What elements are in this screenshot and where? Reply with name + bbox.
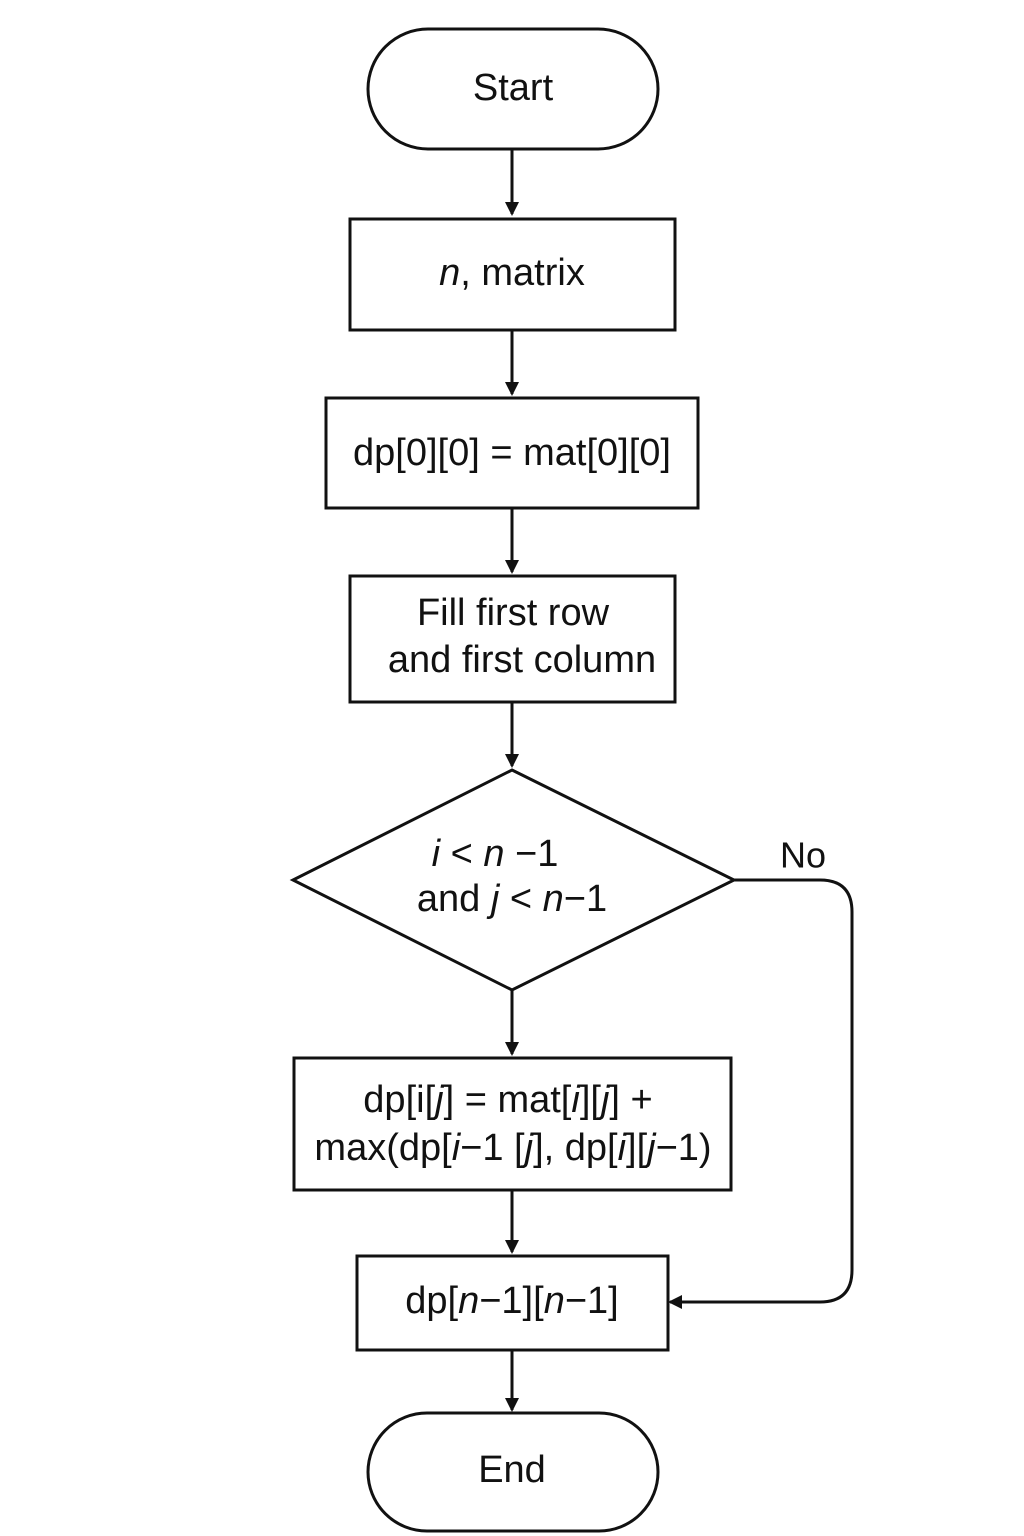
start-terminator <box>366 27 660 151</box>
decision-line1: i < n −1 <box>432 833 559 875</box>
init-label: dp[0][0] = mat[0][0] <box>353 432 671 474</box>
edge-decision-no-result <box>668 878 854 1309</box>
fill-box <box>348 574 677 704</box>
fill-label-line2: and first column <box>388 639 656 681</box>
input-label: n, matrix <box>439 252 585 294</box>
compute-line2: max(dp[i−1 [j], dp[i][j−1) <box>314 1127 711 1169</box>
fill-label-line1: Fill first row <box>417 592 610 634</box>
decision-diamond <box>289 768 738 992</box>
start-label: Start <box>473 67 554 109</box>
init-box <box>324 396 700 510</box>
compute-line1: dp[i[j] = mat[i][j] + <box>363 1079 652 1121</box>
input-box <box>348 217 677 332</box>
end-terminator <box>366 1411 660 1533</box>
no-label: No <box>780 835 826 876</box>
end-label: End <box>478 1449 546 1491</box>
result-label: dp[n−1][n−1] <box>405 1280 618 1322</box>
decision-line2: and j < n−1 <box>417 878 607 920</box>
compute-box <box>292 1056 733 1192</box>
result-box <box>355 1254 670 1352</box>
